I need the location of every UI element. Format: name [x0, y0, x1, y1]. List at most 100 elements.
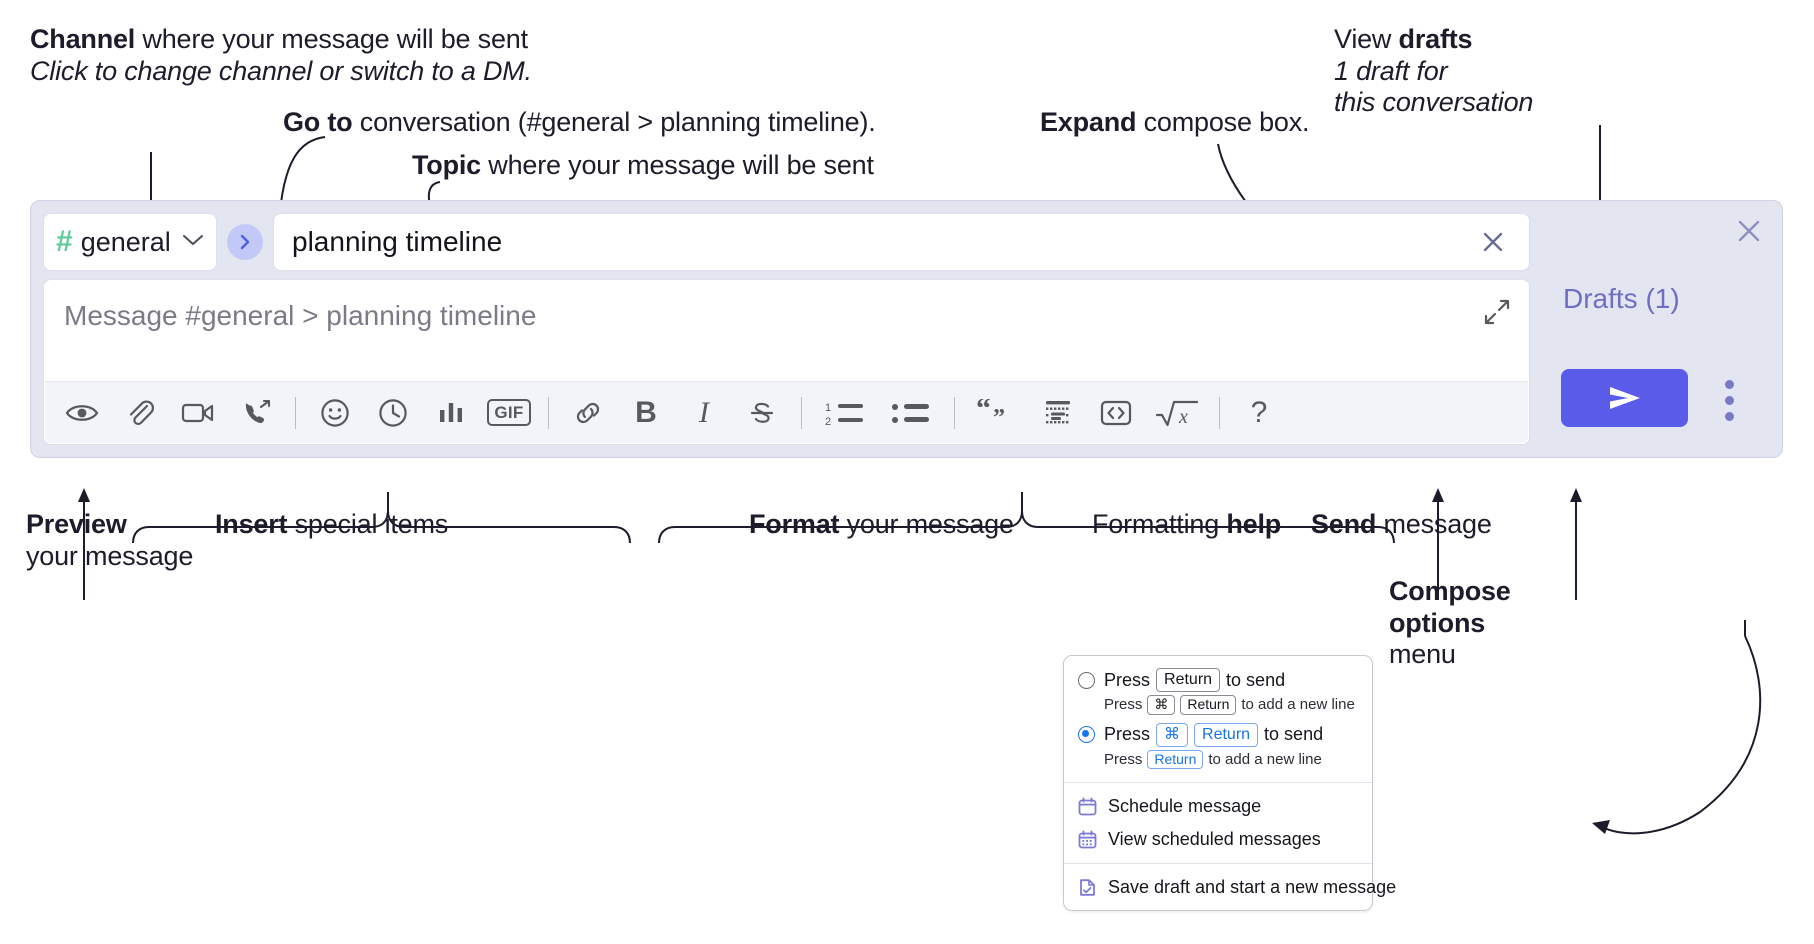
compose-context-row: # general planning timeline	[43, 213, 1530, 271]
menu-option-sub: Press ⌘ Return to add a new line	[1064, 692, 1372, 721]
svg-text:2: 2	[825, 416, 831, 427]
annotation-send-bold: Send	[1311, 509, 1377, 539]
menu-option-cmd-return-to-send[interactable]: Press ⌘ Return to send	[1064, 721, 1372, 747]
message-placeholder: Message #general > planning timeline	[64, 300, 537, 331]
radio-button-selected[interactable]	[1078, 726, 1095, 743]
gif-label: GIF	[487, 399, 531, 426]
menu-item-schedule-message[interactable]: Schedule message	[1064, 790, 1372, 823]
link-icon[interactable]	[565, 390, 611, 436]
annotation-expand-rest: compose box.	[1136, 107, 1310, 137]
svg-text:“: “	[976, 399, 991, 425]
video-icon[interactable]	[175, 390, 221, 436]
calendar-icon	[1078, 797, 1097, 816]
toolbar-separator	[295, 396, 296, 429]
key-command: ⌘	[1156, 722, 1189, 747]
opt1-sub-post: to add a new line	[1241, 696, 1355, 714]
code-icon[interactable]	[1093, 390, 1139, 436]
annotation-goto-bold: Go to	[283, 107, 353, 137]
annotation-format-rest: your message	[839, 509, 1014, 539]
opt1-pre: Press	[1104, 669, 1151, 690]
svg-text:1: 1	[825, 402, 831, 414]
emoji-icon[interactable]	[312, 390, 358, 436]
code-block-icon[interactable]	[1035, 390, 1081, 436]
menu-item-view-scheduled-messages[interactable]: View scheduled messages	[1064, 823, 1372, 856]
opt1-post: to send	[1226, 669, 1286, 690]
radio-button[interactable]	[1078, 671, 1095, 689]
topic-value: planning timeline	[292, 226, 503, 257]
phone-forward-icon[interactable]	[233, 390, 279, 436]
calendar-grid-icon	[1078, 830, 1097, 849]
annotation-help-bold: help	[1226, 509, 1282, 539]
annotation-insert-rest: special items	[287, 509, 449, 539]
kebab-dot	[1724, 395, 1734, 405]
annotation-topic: Topic where your message will be sent	[412, 150, 874, 182]
menu-option-label: Press ⌘ Return to send	[1104, 722, 1324, 747]
key-return: Return	[1156, 668, 1221, 692]
compose-widget: # general planning timeline	[30, 200, 1783, 458]
send-button[interactable]	[1561, 369, 1688, 427]
menu-item-save-draft[interactable]: Save draft and start a new message	[1064, 871, 1396, 904]
close-icon[interactable]	[1729, 211, 1769, 251]
poll-icon[interactable]	[428, 390, 474, 436]
italic-label: I	[699, 395, 709, 429]
help-icon[interactable]: ?	[1236, 390, 1282, 436]
toolbar-separator	[548, 396, 549, 429]
menu-item-label: Save draft and start a new message	[1108, 877, 1397, 897]
close-icon[interactable]	[1473, 222, 1513, 262]
annotation-compose-options: Compose options menu	[1389, 576, 1511, 671]
send-icon	[1609, 387, 1640, 409]
preview-icon[interactable]	[59, 390, 105, 436]
channel-selector[interactable]: # general	[43, 213, 217, 271]
kebab-dot	[1724, 411, 1734, 421]
key-return: Return	[1194, 722, 1259, 747]
attachment-icon[interactable]	[117, 390, 163, 436]
annotation-help-plain: Formatting	[1092, 509, 1227, 539]
go-to-conversation-button[interactable]	[227, 224, 263, 260]
toolbar-separator	[801, 396, 802, 429]
compose-options-button[interactable]	[1711, 377, 1747, 423]
svg-text:x: x	[1178, 406, 1188, 428]
menu-item-label: Schedule message	[1108, 796, 1262, 816]
annotation-format: Format your message	[749, 509, 1014, 541]
annotation-compose-options-l3: menu	[1389, 639, 1456, 670]
opt1-sub-pre: Press	[1104, 696, 1143, 714]
annotation-channel-bold: Channel	[30, 24, 136, 54]
menu-divider	[1064, 782, 1372, 783]
blockquote-icon[interactable]: “”	[971, 390, 1023, 436]
svg-text:”: ”	[993, 405, 1005, 427]
annotation-expand: Expand compose box.	[1040, 107, 1310, 139]
annotation-preview-bold: Preview	[26, 509, 127, 539]
formatting-toolbar: GIF B I	[45, 381, 1528, 443]
compose-options-menu: Press Return to send Press ⌘ Return to a…	[1063, 655, 1396, 911]
math-icon[interactable]: x	[1151, 390, 1203, 436]
annotation-drafts-sub2: this conversation	[1334, 87, 1534, 118]
annotation-format-bold: Format	[749, 509, 840, 539]
annotation-goto-rest: conversation (#general > planning timeli…	[352, 107, 876, 137]
hash-icon: #	[56, 225, 73, 258]
drafts-link[interactable]: Drafts (1)	[1563, 283, 1680, 314]
strikethrough-icon[interactable]	[739, 390, 785, 436]
channel-name: general	[80, 226, 171, 257]
bold-icon[interactable]: B	[623, 390, 669, 436]
gif-icon[interactable]: GIF	[486, 390, 532, 436]
annotation-drafts-sub1: 1 draft for	[1334, 55, 1448, 86]
help-label: ?	[1250, 395, 1268, 429]
annotation-drafts-bold: drafts	[1398, 24, 1473, 54]
opt2-pre: Press	[1104, 724, 1151, 744]
opt2-post: to send	[1264, 724, 1324, 744]
annotation-send-rest: message	[1376, 509, 1492, 539]
expand-icon[interactable]	[1477, 292, 1517, 332]
menu-option-label: Press Return to send	[1104, 668, 1285, 692]
annotation-topic-rest: where your message will be sent	[481, 150, 874, 180]
opt2-sub-post: to add a new line	[1208, 750, 1322, 768]
message-input-area[interactable]: Message #general > planning timeline	[43, 279, 1530, 445]
annotation-topic-bold: Topic	[412, 150, 481, 180]
italic-icon[interactable]: I	[681, 390, 727, 436]
menu-option-return-to-send[interactable]: Press Return to send	[1064, 666, 1372, 692]
topic-field[interactable]: planning timeline	[273, 213, 1530, 271]
chevron-down-icon	[182, 232, 204, 252]
bulleted-list-icon[interactable]	[884, 390, 938, 436]
clock-icon[interactable]	[370, 390, 416, 436]
